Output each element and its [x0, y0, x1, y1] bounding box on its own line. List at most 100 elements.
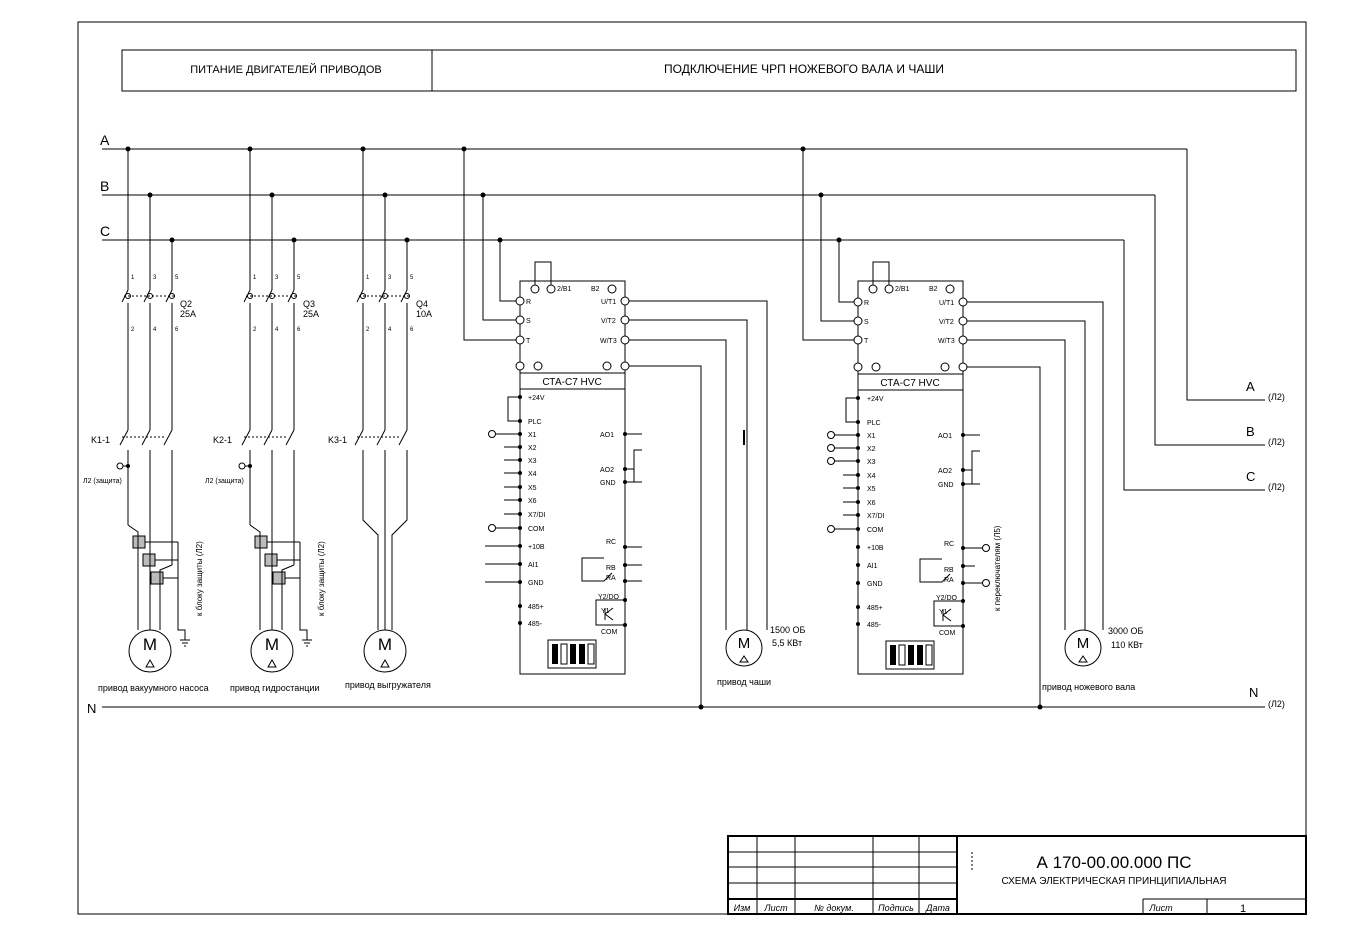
tb-designation: А 170-00.00.000 ПС [1037, 853, 1192, 872]
knife-switch-note: к переключателям (Л5) [993, 525, 1002, 611]
vfd-bowl-t-485p: 485+ [528, 604, 544, 611]
header-right-box [431, 49, 1297, 92]
tb-col-izm: Изм [734, 903, 751, 913]
out-n-label: N [1249, 685, 1258, 700]
bus-b-label: B [100, 178, 109, 194]
vfd-knife-t-com: COM [867, 527, 884, 534]
q2-pin-6: 6 [175, 327, 179, 333]
motor-knife: M 3000 ОБ 110 КВт привод ножевого вала [1042, 626, 1144, 692]
bowl-power: 5,5 КВт [772, 638, 802, 648]
tb-col-date: Дата [925, 903, 950, 913]
vfd-knife-t-x7: X7/DI [867, 513, 885, 520]
vfd-knife-control-right: AO1 AO2 GND RC RB RA Y2/DO Y1 COM к пере… [885, 390, 1002, 674]
vfd-knife-t-x1: X1 [867, 433, 876, 440]
vfd-knife-t-24v: +24V [867, 396, 884, 403]
vfd-knife-t-x4: X4 [867, 473, 876, 480]
vfd-bowl-t-ai1: AI1 [528, 562, 539, 569]
vfd-knife-t-y2: Y2/DO [936, 595, 958, 602]
bus-lines: A B C A B C (Л2) (Л2) (Л2) N N (Л2) [87, 132, 1285, 716]
vfd-knife-t-plc: PLC [867, 420, 881, 427]
breaker-q3: 1 3 5 2 4 6 Q3 25A [243, 275, 319, 430]
k1-protection: Л2 (защита) [83, 478, 122, 485]
vfd-bowl-t-rb: RB [606, 565, 616, 572]
motor-unloader-symbol: M [378, 635, 392, 654]
vfd-bowl-t-rc: RC [606, 539, 616, 546]
vfd-knife-b2: B2 [929, 286, 938, 293]
vfd-bowl-t-10v: +10В [528, 544, 545, 551]
q3-pin-4: 4 [275, 327, 279, 333]
q2-pin-5: 5 [175, 275, 179, 281]
vfd-bowl-t-ao1: AO1 [600, 432, 614, 439]
q3-rating: 25A [303, 309, 319, 319]
header-left-title: ПИТАНИЕ ДВИГАТЕЛЕЙ ПРИВОДОВ [190, 63, 382, 76]
motor-hydro: M привод гидростанции [230, 629, 319, 693]
q2-pin-1: 1 [131, 275, 135, 281]
vfd-bowl-t-x5: X5 [528, 485, 537, 492]
q3-pin-1: 1 [253, 275, 257, 281]
q4-pin-4: 4 [388, 327, 392, 333]
motor-bowl: M 1500 ОБ 5,5 КВт привод чаши [717, 625, 806, 687]
vfd-knife-t-ao2: AO2 [938, 468, 952, 475]
vfd-bowl-t-x1: X1 [528, 432, 537, 439]
q2-pin-3: 3 [153, 275, 157, 281]
vfd-bowl-t-y2: Y2/DO [598, 594, 620, 601]
out-n-ref: (Л2) [1268, 699, 1285, 709]
tb-col-sign: Подпись [878, 903, 914, 913]
vfd-bowl-t-x3: X3 [528, 458, 537, 465]
vfd-knife-t-x6: X6 [867, 500, 876, 507]
q3-pin-3: 3 [275, 275, 279, 281]
drive-vacuum-label: привод вакуумного насоса [98, 683, 209, 693]
vfd-knife-v: V/T2 [939, 319, 954, 326]
tb-col-list: Лист [763, 903, 788, 913]
bowl-speed: 1500 ОБ [770, 625, 806, 635]
out-a-label: A [1246, 379, 1255, 394]
tb-sheet-number: 1 [1240, 903, 1246, 915]
tb-title: СХЕМА ЭЛЕКТРИЧЕСКАЯ ПРИНЦИПИАЛЬНАЯ [1001, 876, 1226, 887]
vfd-knife-t-ra: RA [944, 577, 954, 584]
current-sensors-hydro: к блоку защиты (Л2) [249, 524, 326, 647]
tb-col-doc: № докум. [814, 903, 854, 913]
knife-power: 110 КВт [1111, 640, 1143, 650]
vfd-bowl-t-com: COM [528, 526, 545, 533]
motor-vacuum: M привод вакуумного насоса [98, 629, 209, 693]
vfd-knife-t-ao1: AO1 [938, 433, 952, 440]
vacuum-protection-note: к блоку защиты (Л2) [195, 541, 204, 616]
q4-pin-2: 2 [366, 327, 370, 333]
vfd-bowl-t-plc: PLC [528, 419, 542, 426]
bus-a-label: A [100, 132, 110, 148]
vfd-bowl-t-24v: +24V [528, 395, 545, 402]
vfd-bowl-t-gnd: GND [528, 580, 544, 587]
drawing-frame [77, 21, 1307, 915]
junctions [125, 146, 1043, 710]
vfd-knife-t-485m: 485- [867, 622, 882, 629]
vfd-knife-t-gnd: GND [867, 581, 883, 588]
drive-knife-label: привод ножевого вала [1042, 682, 1135, 692]
vfd-knife-w: W/T3 [938, 338, 955, 345]
motor-bowl-symbol: M [738, 635, 751, 652]
motor-unloader: M привод выгружателя [345, 629, 431, 690]
vfd-knife-t-gnd2: GND [938, 482, 954, 489]
tb-sheet-label: Лист [1148, 903, 1173, 913]
bus-c-out [1123, 240, 1265, 491]
vfd-bowl-t-ao2: AO2 [600, 467, 614, 474]
vfd-bowl-b2: B2 [591, 286, 600, 293]
knife-speed: 3000 ОБ [1108, 626, 1144, 636]
vfd-bowl-t: T [526, 338, 531, 345]
vfd-bowl: СТА-С7 HVC 2/B1 B2 R S T U/T1 V/T2 W/T3 … [463, 149, 806, 707]
drive-unloader-label: привод выгружателя [345, 680, 431, 690]
vfd-bowl-control-right: AO1 AO2 GND RC RB RA Y2/DO Y1 COM [547, 389, 642, 674]
out-b-ref: (Л2) [1268, 437, 1285, 447]
q4-pin-6: 6 [410, 327, 414, 333]
bus-a-out [1186, 149, 1265, 401]
hydro-protection-note: к блоку защиты (Л2) [317, 541, 326, 616]
header-right-title: ПОДКЛЮЧЕНИЕ ЧРП НОЖЕВОГО ВАЛА И ЧАШИ [664, 62, 944, 76]
vfd-bowl-r: R [526, 299, 531, 306]
vfd-bowl-t-x6: X6 [528, 498, 537, 505]
vfd-knife-u: U/T1 [939, 300, 954, 307]
q3-pin-2: 2 [253, 327, 257, 333]
k2-label: K2-1 [213, 435, 232, 445]
bus-n-label: N [87, 701, 96, 716]
q4-pin-3: 3 [388, 275, 392, 281]
vfd-bowl-v: V/T2 [601, 318, 616, 325]
